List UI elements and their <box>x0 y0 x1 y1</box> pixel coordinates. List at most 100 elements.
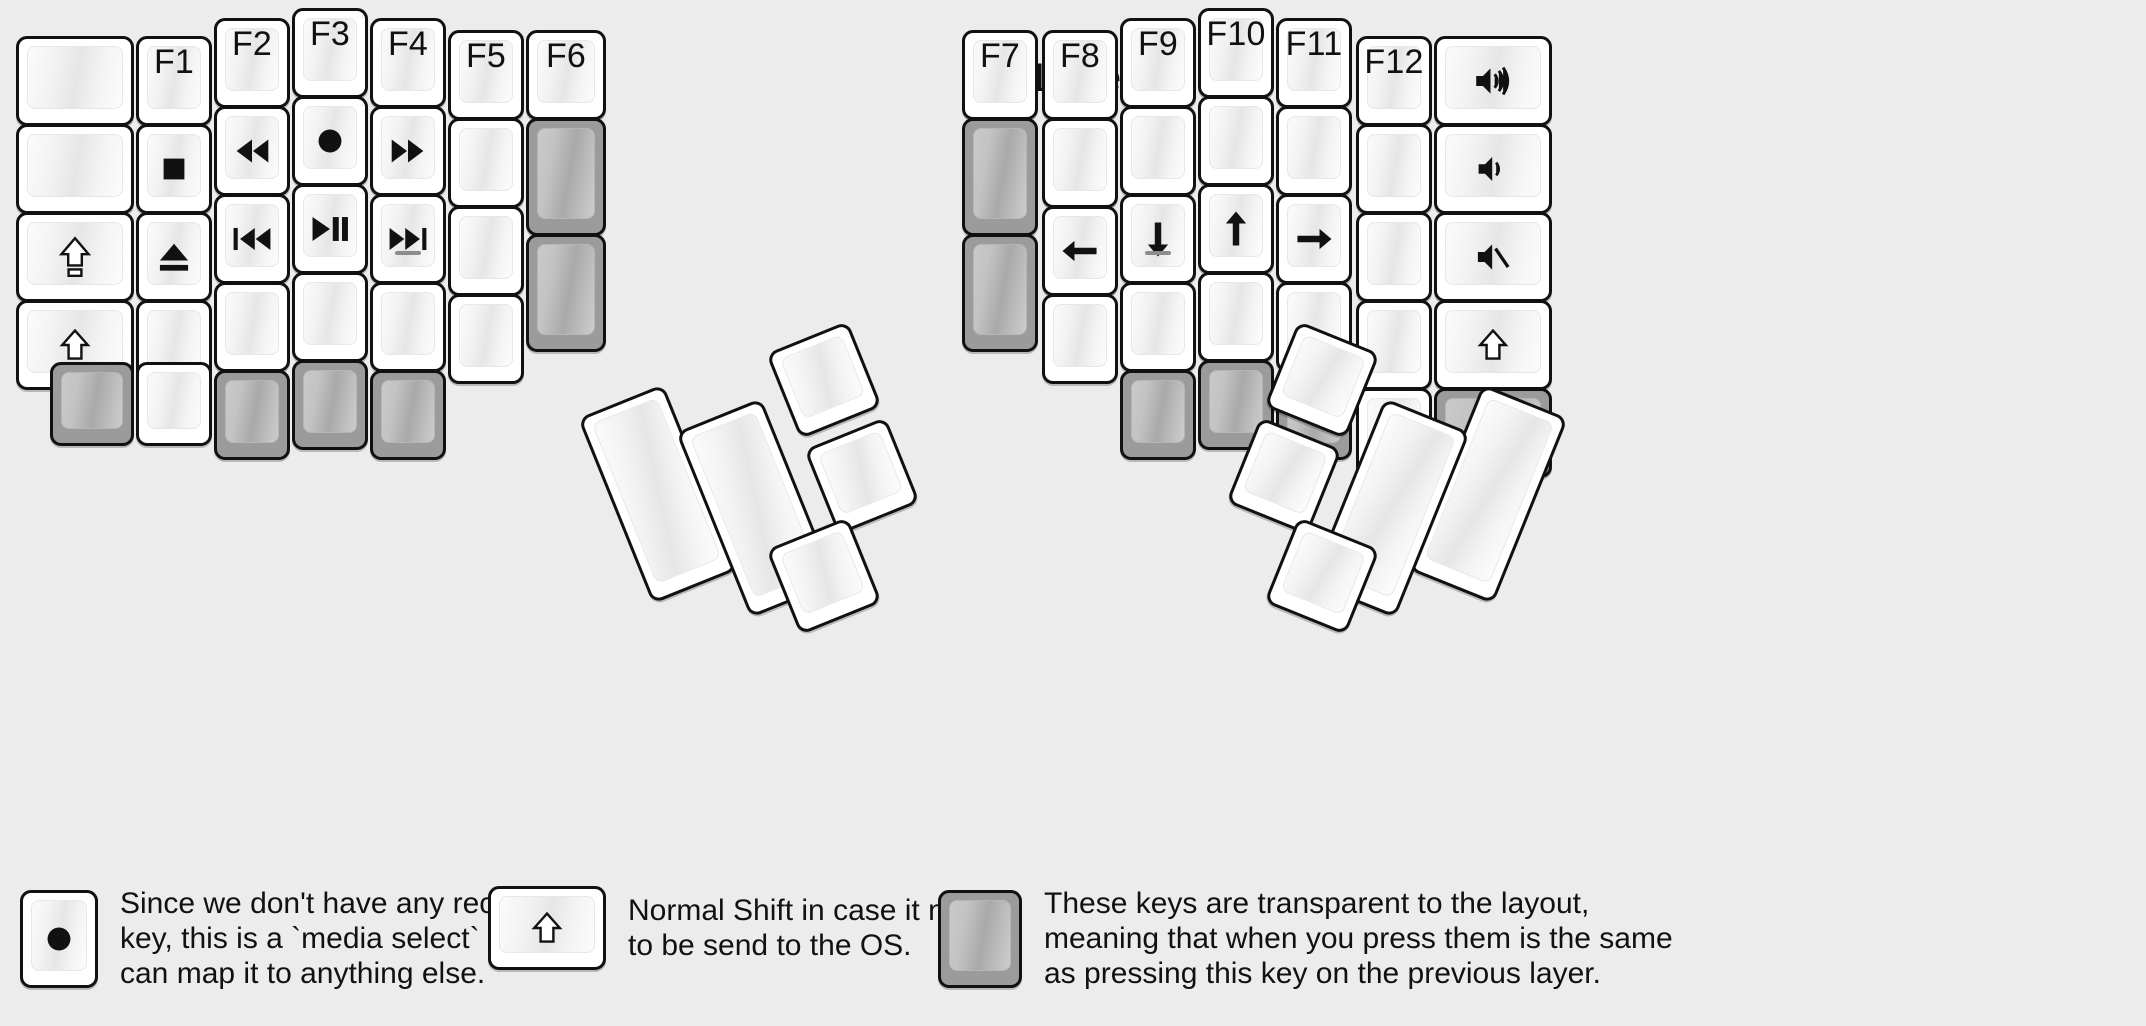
left-thumb-key-3[interactable] <box>765 320 883 440</box>
keycap-surface <box>537 128 595 219</box>
homing-bump-indicator <box>395 251 421 255</box>
right-outer-r-r3[interactable] <box>1434 212 1552 302</box>
left-middle-r4[interactable] <box>292 272 368 362</box>
keycap-surface <box>1242 430 1329 516</box>
left-pinky-outer-r2[interactable] <box>16 124 134 214</box>
right-index-inner-r-r1[interactable]: F7 <box>962 30 1038 120</box>
keycap-surface <box>817 430 904 516</box>
keycap-surface <box>1367 134 1421 197</box>
right-index-r-r1[interactable]: F8 <box>1042 30 1118 120</box>
keycap-surface <box>1367 222 1421 285</box>
left-index-inner-r4[interactable] <box>448 294 524 384</box>
right-outer-r-r2[interactable] <box>1434 124 1552 214</box>
left-index-inner-r3[interactable] <box>448 206 524 296</box>
keycap-surface <box>1445 46 1541 109</box>
left-ring-r1[interactable]: F2 <box>214 18 290 108</box>
left-index-inner-r2[interactable] <box>448 118 524 208</box>
right-pinky-outer-r-r3[interactable] <box>1356 212 1432 302</box>
keycap-surface <box>1053 40 1107 103</box>
left-index-r5[interactable] <box>370 370 446 460</box>
keycap-surface <box>1445 222 1541 285</box>
keycap-surface <box>27 134 123 197</box>
legend-item-3: These keys are transparent to the layout… <box>938 886 1673 991</box>
keycap-surface <box>1131 292 1185 355</box>
keycap-surface <box>1445 310 1541 373</box>
left-middle-r1[interactable]: F3 <box>292 8 368 98</box>
keycap-surface <box>1367 46 1421 109</box>
keycap-surface <box>459 128 513 191</box>
right-pinky-r-r1[interactable]: F11 <box>1276 18 1352 108</box>
keycap-surface <box>303 282 357 345</box>
left-inner-extra-r3[interactable] <box>526 234 606 352</box>
keycap-surface <box>303 18 357 81</box>
keycap-surface <box>303 370 357 433</box>
right-index-r-r4[interactable] <box>1042 294 1118 384</box>
keycap-surface <box>1053 216 1107 279</box>
right-middle-r-r5[interactable] <box>1120 370 1196 460</box>
left-pinky-outer-r1[interactable] <box>16 36 134 126</box>
keycap-surface <box>1131 116 1185 179</box>
keycap-surface <box>147 372 201 429</box>
keycap-surface <box>147 222 201 285</box>
right-ring-r-r1[interactable]: F10 <box>1198 8 1274 98</box>
left-pinky-outer-r3[interactable] <box>16 212 134 302</box>
left-middle-r2[interactable] <box>292 96 368 186</box>
keycap-surface <box>1209 18 1263 81</box>
right-middle-r-r2[interactable] <box>1120 106 1196 196</box>
keycap-surface <box>1053 304 1107 367</box>
right-middle-r-r3[interactable] <box>1120 194 1196 284</box>
right-pinky-r-r3[interactable] <box>1276 194 1352 284</box>
left-ring-r4[interactable] <box>214 282 290 372</box>
keycap-surface <box>1287 204 1341 267</box>
keycap-surface <box>459 40 513 103</box>
right-ring-r-r3[interactable] <box>1198 184 1274 274</box>
keycap-surface <box>1287 28 1341 91</box>
keycap-surface <box>537 244 595 335</box>
left-ring-r2[interactable] <box>214 106 290 196</box>
keycap-surface <box>1053 128 1107 191</box>
left-inner-extra-r1[interactable]: F6 <box>526 30 606 120</box>
left-middle-r3[interactable] <box>292 184 368 274</box>
keycap-surface <box>537 40 595 103</box>
homing-bump-indicator <box>1145 251 1171 255</box>
right-index-inner-r-r2[interactable] <box>962 118 1038 236</box>
right-middle-r-r4[interactable] <box>1120 282 1196 372</box>
right-pinky-r-r2[interactable] <box>1276 106 1352 196</box>
left-ring-r5[interactable] <box>214 370 290 460</box>
left-index-r2[interactable] <box>370 106 446 196</box>
left-index-r4[interactable] <box>370 282 446 372</box>
keycap-surface <box>779 530 866 616</box>
left-index-r3[interactable] <box>370 194 446 284</box>
right-middle-r-r1[interactable]: F9 <box>1120 18 1196 108</box>
right-index-inner-r-r3[interactable] <box>962 234 1038 352</box>
left-pinky-outer-bottom[interactable] <box>50 362 134 446</box>
legend-item-1: Since we don't have any recording key, t… <box>20 886 586 991</box>
left-ring-r3[interactable] <box>214 194 290 284</box>
left-index-r1[interactable]: F4 <box>370 18 446 108</box>
left-thumb-key-4[interactable] <box>803 416 921 536</box>
keycap-surface <box>1131 380 1185 443</box>
left-pinky-r2[interactable] <box>136 124 212 214</box>
keycap-surface <box>381 28 435 91</box>
keycap-surface <box>1131 204 1185 267</box>
left-pinky-r3[interactable] <box>136 212 212 302</box>
left-middle-r5[interactable] <box>292 360 368 450</box>
keycap-surface <box>1209 370 1263 433</box>
left-inner-extra-r2[interactable] <box>526 118 606 236</box>
right-ring-r-r2[interactable] <box>1198 96 1274 186</box>
right-pinky-outer-r-r1[interactable]: F12 <box>1356 36 1432 126</box>
right-outer-r-r1[interactable] <box>1434 36 1552 126</box>
keycap-surface <box>1280 530 1367 616</box>
right-pinky-outer-r-r2[interactable] <box>1356 124 1432 214</box>
keycap-surface <box>225 28 279 91</box>
right-index-r-r3[interactable] <box>1042 206 1118 296</box>
right-index-r-r2[interactable] <box>1042 118 1118 208</box>
right-ring-r-r4[interactable] <box>1198 272 1274 362</box>
keycap-surface <box>27 46 123 109</box>
keycap-surface <box>225 292 279 355</box>
left-pinky-r1[interactable]: F1 <box>136 36 212 126</box>
keycap-surface <box>1280 334 1367 420</box>
left-pinky-bottom[interactable] <box>136 362 212 446</box>
right-outer-r-r4[interactable] <box>1434 300 1552 390</box>
left-index-inner-r1[interactable]: F5 <box>448 30 524 120</box>
